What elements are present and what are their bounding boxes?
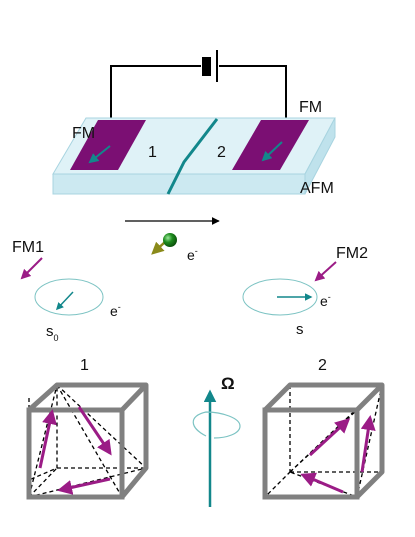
electron-spin-arrow: [151, 241, 166, 255]
cube-left-front-face: [26, 407, 125, 500]
fm1-label: FM1: [12, 239, 44, 256]
rotation-axis: [192, 389, 241, 507]
cube-right-spin-arrow-2: [360, 415, 376, 473]
fm-left-spin-arrow: [88, 145, 111, 164]
domain-wall-line: [166, 118, 219, 195]
left-e-label-sup: -: [118, 302, 121, 312]
precession-orbit-right: [242, 278, 318, 316]
spin-s0-arrow: [55, 291, 74, 311]
electron-ball: [163, 233, 177, 247]
cube-left-spin-arrow-3: [57, 477, 111, 495]
s0-label-sub: 0: [54, 333, 59, 343]
cube-right-spin-arrow-1: [308, 417, 351, 457]
cube-left-label: 1: [80, 357, 89, 374]
electron-label: e-: [187, 246, 198, 263]
electron-label-text: e: [187, 247, 195, 263]
fm2-magnetization-arrow: [314, 261, 337, 282]
cube-right: [262, 382, 385, 500]
region-2-label: 2: [217, 144, 226, 161]
cube-left-diagonal: [56, 384, 147, 469]
electron-icon: [151, 233, 177, 255]
right-e-label: e-: [320, 292, 331, 309]
rotation-loop: [192, 411, 241, 439]
left-e-label-text: e: [110, 303, 118, 319]
cube-left: [26, 382, 149, 500]
fm1-magnetization-arrow: [20, 257, 43, 280]
cube-left-hidden-depth: [28, 467, 58, 498]
right-e-label-sup: -: [328, 292, 331, 302]
cube-right-hidden-edges: [264, 410, 291, 499]
slab-side-face: [304, 117, 336, 195]
cube-left-spin-arrow-2: [77, 406, 112, 456]
electron-label-sup: -: [195, 246, 198, 256]
s0-label-text: s: [46, 323, 54, 340]
fm-right-label: FM: [299, 99, 322, 116]
cube-left-top-right-edge: [120, 383, 148, 412]
fm-left-label: FM: [72, 125, 95, 142]
slab-front-face: [52, 173, 306, 195]
wire-right: [219, 65, 287, 142]
cube-right-top-right-edge: [355, 383, 384, 412]
cube-right-spin-arrow-3: [300, 472, 344, 494]
cube-right-front-face: [262, 407, 360, 500]
fm-right-spin-arrow: [261, 141, 283, 162]
cube-left-spin-arrow-1: [38, 409, 57, 469]
s0-label: s0: [46, 323, 59, 343]
fm-strip-right: [232, 120, 309, 170]
precession-orbit-left: [34, 278, 104, 316]
afm-label: AFM: [300, 180, 334, 197]
s-label: s: [296, 321, 304, 338]
battery-negative-plate: [202, 57, 211, 76]
left-e-label: e-: [110, 302, 121, 319]
omega-label: Ω: [221, 374, 235, 393]
fm2-label: FM2: [336, 245, 368, 262]
cube-left-bottom-diagonal: [28, 467, 147, 498]
cube-right-label: 2: [318, 357, 327, 374]
region-1-label: 1: [148, 144, 157, 161]
right-e-label-text: e: [320, 293, 328, 309]
